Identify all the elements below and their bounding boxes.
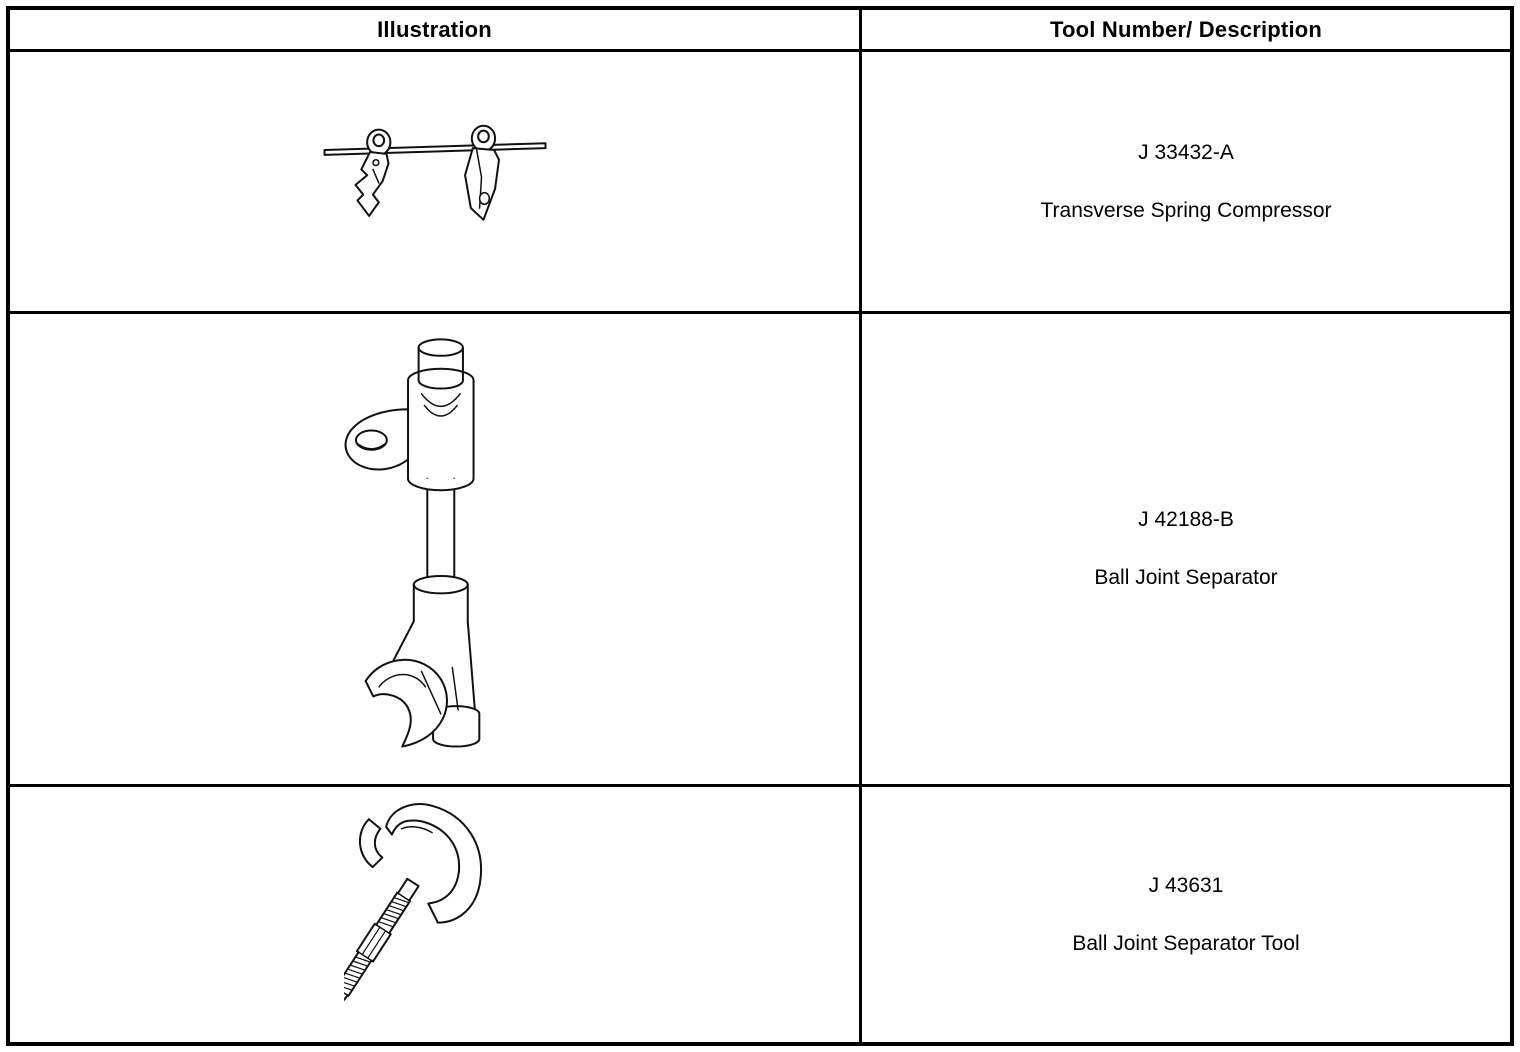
tool-info-cell-row1: J 33432-A Transverse Spring Compressor <box>862 52 1510 314</box>
column-header-tool-label: Tool Number/ Description <box>1049 16 1323 42</box>
column-header-illustration: Illustration <box>10 10 862 52</box>
tool-info-cell-row2: J 42188-B Ball Joint Separator <box>862 314 1510 787</box>
illustration-cell-row2 <box>10 314 862 787</box>
illustration-cell-row1 <box>10 52 862 314</box>
ball-joint-separator-illustration-icon <box>329 332 541 766</box>
ball-joint-separator-tool-illustration-icon <box>343 800 526 1030</box>
illustration-cell-row3 <box>10 787 862 1042</box>
column-header-illustration-label: Illustration <box>377 16 492 42</box>
transverse-spring-compressor-illustration-icon <box>317 119 553 245</box>
tool-number: J 43631 <box>1148 873 1224 897</box>
tool-number: J 42188-B <box>1138 508 1234 531</box>
tool-description: Transverse Spring Compressor <box>1040 198 1332 222</box>
tool-description: Ball Joint Separator Tool <box>1072 931 1300 955</box>
tool-info-cell-row3: J 43631 Ball Joint Separator Tool <box>862 787 1510 1042</box>
special-tools-table: Illustration Tool Number/ Description <box>6 6 1514 1046</box>
tool-number: J 33432-A <box>1138 140 1234 164</box>
tool-description: Ball Joint Separator <box>1094 566 1278 589</box>
column-header-tool-number-description: Tool Number/ Description <box>862 10 1510 52</box>
